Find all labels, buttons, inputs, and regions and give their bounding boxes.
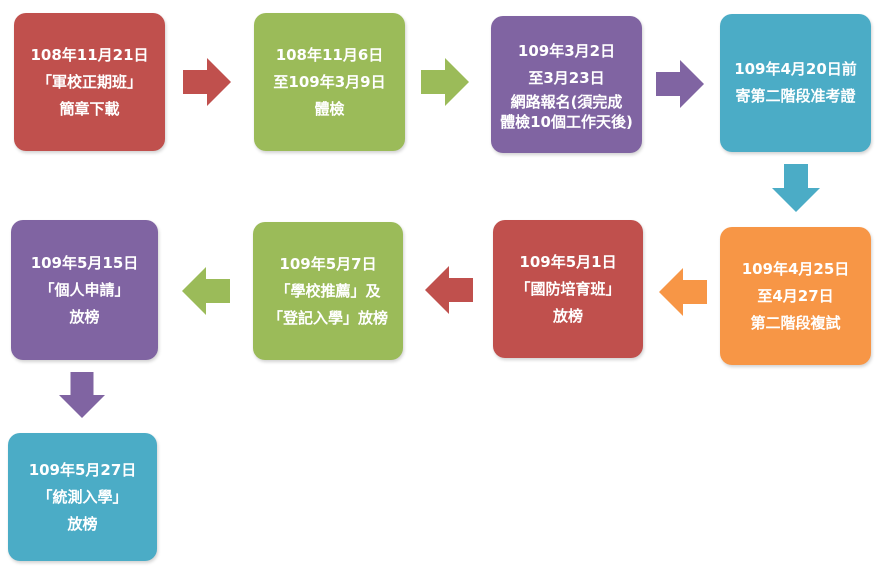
step-5-box: 109年4月25日 至4月27日 第二階段複試 (720, 227, 871, 365)
step-1-box: 108年11月21日 「軍校正期班」 簡章下載 (14, 13, 165, 151)
step-8-date: 109年5月15日 (30, 253, 139, 272)
arrow-left-icon (659, 268, 707, 316)
arrow-down-icon (59, 372, 105, 418)
arrow-left-icon (425, 266, 473, 314)
step-8-box: 109年5月15日 「個人申請」 放榜 (11, 220, 158, 360)
step-5-action: 第二階段複試 (750, 313, 841, 332)
step-7-action: 「登記入學」放榜 (267, 308, 388, 327)
step-2-date-end: 至109年3月9日 (273, 72, 386, 91)
step-3-date: 109年3月2日 (517, 41, 616, 60)
step-8-subject: 「個人申請」 (39, 280, 130, 299)
step-5-date-end: 至4月27日 (757, 286, 834, 305)
step-4-box: 109年4月20日前 寄第二階段准考證 (720, 14, 871, 152)
step-5-date: 109年4月25日 (741, 259, 850, 278)
step-4-action: 寄第二階段准考證 (735, 87, 856, 105)
arrow-right-icon (183, 58, 231, 106)
step-6-box: 109年5月1日 「國防培育班」 放榜 (493, 220, 643, 358)
step-1-date: 108年11月21日 (30, 45, 149, 64)
step-7-subject: 「學校推薦」及 (275, 281, 381, 300)
step-6-action: 放榜 (552, 306, 583, 325)
step-1-action: 簡章下載 (59, 99, 120, 118)
arrow-right-icon (421, 58, 469, 106)
step-3-action-note: 體檢10個工作天後) (500, 112, 633, 131)
step-9-box: 109年5月27日 「統測入學」 放榜 (8, 433, 157, 561)
arrow-right-icon (656, 60, 704, 108)
step-9-subject: 「統測入學」 (37, 487, 128, 506)
arrow-down-icon (772, 164, 820, 212)
step-4-date: 109年4月20日前 (734, 60, 857, 78)
step-9-action: 放榜 (67, 514, 98, 533)
step-6-date: 109年5月1日 (519, 252, 617, 271)
step-3-box: 109年3月2日 至3月23日 網路報名(須完成 體檢10個工作天後) (491, 16, 642, 153)
step-3-action: 網路報名(須完成 (510, 92, 623, 111)
step-3-date-end: 至3月23日 (528, 68, 605, 87)
step-1-subject: 「軍校正期班」 (36, 72, 142, 91)
step-7-date: 109年5月7日 (279, 254, 377, 273)
step-2-date: 108年11月6日 (275, 45, 384, 64)
step-7-box: 109年5月7日 「學校推薦」及 「登記入學」放榜 (253, 222, 403, 360)
step-2-action: 體檢 (314, 99, 345, 118)
step-9-date: 109年5月27日 (28, 460, 137, 479)
step-8-action: 放榜 (69, 307, 100, 326)
arrow-left-icon (182, 267, 230, 315)
step-2-box: 108年11月6日 至109年3月9日 體檢 (254, 13, 405, 151)
step-6-subject: 「國防培育班」 (515, 279, 621, 298)
